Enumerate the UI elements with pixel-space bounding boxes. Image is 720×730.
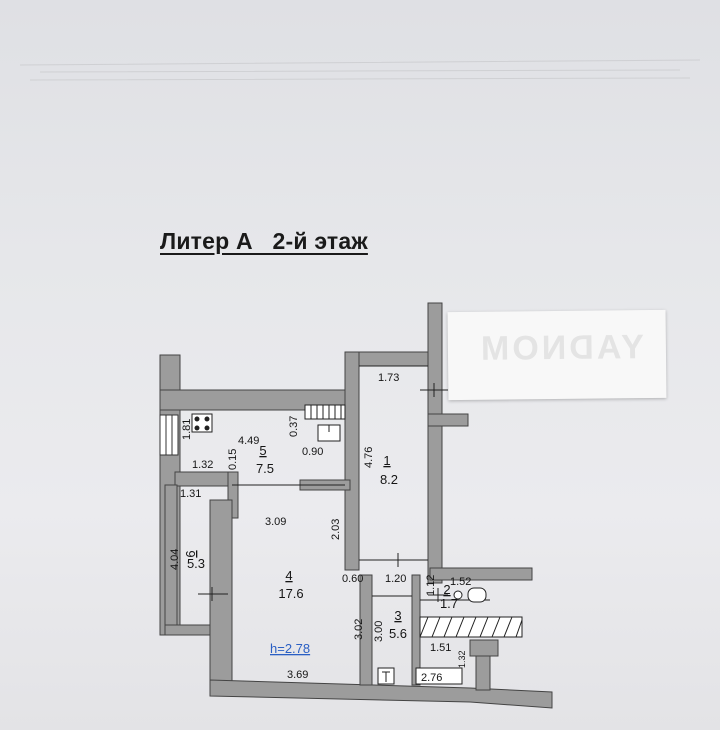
wall-ledge [427, 413, 469, 427]
stove-icon [191, 413, 213, 433]
dim-4-76: 4.76 [363, 447, 375, 468]
walls [159, 302, 553, 709]
dim-1-12: 1.12 [425, 575, 437, 596]
room-6-number: 6 [183, 550, 198, 557]
dim-2-76: 2.76 [421, 672, 442, 684]
wall-room3-west [359, 574, 373, 686]
wall-room6-south [164, 624, 216, 636]
wall-south [209, 679, 553, 709]
dim-1-20: 1.20 [385, 573, 406, 585]
dim-0-60: 0.60 [342, 573, 363, 585]
page-title: Литер А 2-й этаж [160, 228, 368, 254]
fixture-icon [377, 667, 395, 685]
dim-3-00: 3.00 [373, 621, 385, 642]
wall-room2-north [429, 567, 533, 581]
boiler-icon [415, 667, 463, 685]
dim-1-32-bottom: 1.32 [457, 650, 467, 668]
dim-1-32-top: 1.32 [192, 459, 213, 471]
dim-1-51: 1.51 [430, 642, 451, 654]
wall-room1-west [344, 351, 360, 571]
dim-4-49: 4.49 [238, 435, 259, 447]
wall-room4-west-top [227, 471, 239, 519]
dim-0-37: 0.37 [288, 416, 300, 437]
wall-block [469, 639, 499, 657]
room-3-area: 5.6 [389, 626, 407, 641]
dim-3-09: 3.09 [265, 516, 286, 528]
room-6-area: 5.3 [187, 556, 205, 571]
room-2-number: 2 [443, 582, 450, 597]
window-west [159, 414, 179, 456]
dim-3-69: 3.69 [287, 669, 308, 681]
wall-pillar [475, 655, 491, 691]
room-labels: 1 8.2 4 17.6 5 7.5 6 5.3 3 5.6 2 1.7 [183, 443, 458, 641]
room-4-number: 4 [285, 568, 292, 583]
room-5-number: 5 [259, 443, 266, 458]
radiator-icon [304, 404, 346, 420]
room-3-number: 3 [394, 608, 401, 623]
sink-icon [317, 424, 341, 442]
dim-1-31: 1.31 [180, 488, 201, 500]
room-1-number: 1 [383, 453, 390, 468]
dim-1-73: 1.73 [378, 372, 399, 384]
dim-1-81: 1.81 [181, 419, 193, 440]
toilet-icon [453, 587, 487, 603]
bathtub-icon [419, 616, 523, 638]
dim-3-02: 3.02 [353, 619, 365, 640]
dim-1-52: 1.52 [450, 576, 471, 588]
dim-2-03: 2.03 [330, 519, 342, 540]
room-2-area: 1.7 [440, 596, 458, 611]
wall-room1-east [427, 302, 443, 584]
room-4-area: 17.6 [278, 586, 303, 601]
dim-0-90: 0.90 [302, 446, 323, 458]
dim-0-15: 0.15 [227, 449, 239, 470]
door-marks [198, 383, 448, 602]
room-1-area: 8.2 [380, 472, 398, 487]
ceiling-height-label: h=2.78 [270, 641, 310, 656]
pencil-smudge [19, 59, 701, 81]
wall-room4-west [209, 499, 233, 691]
room-5-area: 7.5 [256, 461, 274, 476]
dimension-labels: 1.73 4.76 1.81 4.49 0.37 0.90 0.15 1.32 … [169, 372, 471, 684]
dim-4-04: 4.04 [169, 549, 181, 570]
